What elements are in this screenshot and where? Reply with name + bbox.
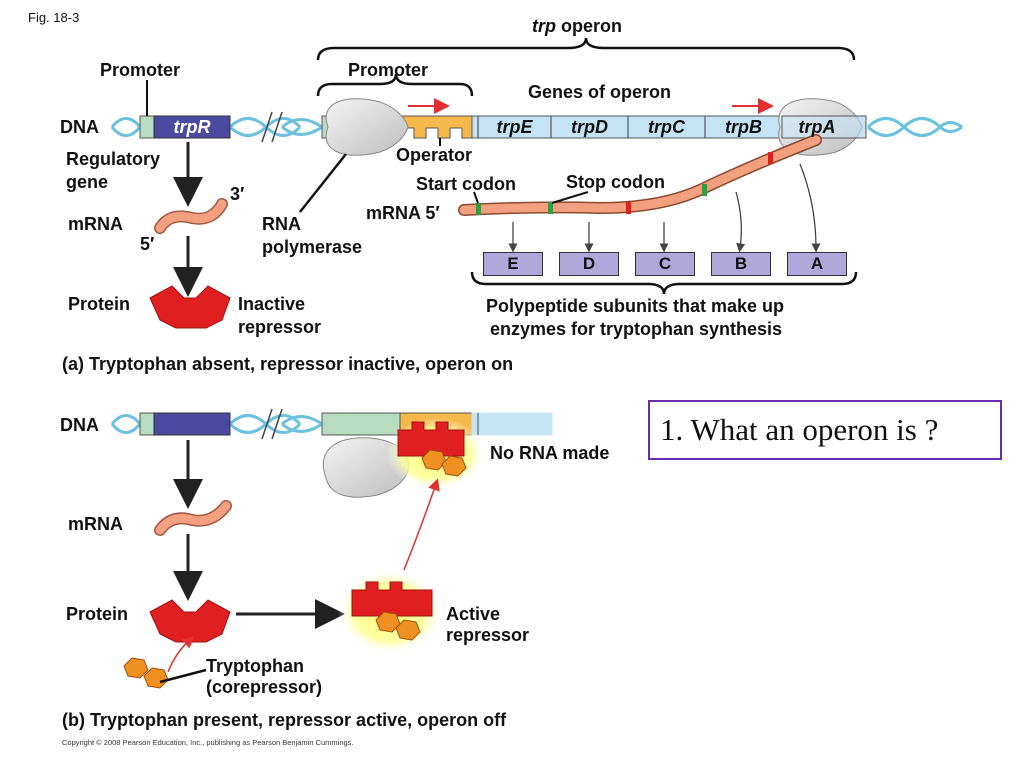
caption-a: (a) Tryptophan absent, repressor inactiv… [62,354,514,374]
regulatory-gene-label-2: gene [66,172,109,192]
figure-label: Fig. 18-3 [28,10,80,25]
operon-brace [316,37,856,61]
start-codon-label: Start codon [416,174,517,194]
tryptophan-binding-arrow [167,636,195,673]
trpB-label: trpB [725,117,762,137]
promoter-brace [316,73,474,97]
regulatory-gene-label-1: Regulatory [66,149,161,169]
promoter-trpR [139,115,155,139]
subunit-C: C [635,252,695,276]
subunit-brace [470,271,858,295]
active-repressor-bound [397,421,465,457]
three-prime-label: 3′ [230,184,245,204]
subunit-D: D [559,252,619,276]
operator-region [399,115,473,139]
mrna-label-a: mRNA [68,214,124,234]
protein-label-b: Protein [66,604,129,624]
polypeptide-label-2: enzymes for tryptophan synthesis [490,319,783,339]
inactive-repressor [149,285,231,329]
stop-codon-label: Stop codon [566,172,665,192]
repressor-binding-arrow [403,478,440,571]
trpR-gene-b [153,412,231,436]
active-repressor-label-1: Active [446,604,501,624]
dna-helix-b [110,414,323,434]
tryptophan-label-2: (corepressor) [206,677,323,697]
dna-break-a [261,111,283,143]
operon-title: trp operon [532,16,622,36]
rna-polymerase-pointer [299,153,347,213]
question-box: 1. What an operon is ? [648,400,1002,460]
mrna-5-label: mRNA 5′ [366,203,440,223]
trpR-gene [153,115,231,139]
tryptophan-label-1: Tryptophan [206,656,304,676]
trpD-label: trpD [571,117,608,137]
subunit-B: B [711,252,771,276]
active-repressor-label-2: repressor [446,625,530,645]
dna-label-b: DNA [60,415,99,435]
dna-label-a: DNA [60,117,99,137]
genes-of-operon-label: Genes of operon [528,82,672,102]
trpC-label: trpC [648,117,685,137]
caption-b: (b) Tryptophan present, repressor active… [62,710,507,730]
active-repressor [351,581,433,617]
tryptophan-molecule [123,657,149,679]
trpR-label: trpR [173,117,211,137]
no-rna-made-label: No RNA made [490,443,610,463]
promoter-left-label: Promoter [100,60,181,80]
rna-polymerase-left [325,98,409,156]
trpE-label: trpE [496,117,533,137]
subunit-A: A [787,252,847,276]
mrna-label-b: mRNA [68,514,124,534]
protein-label-a: Protein [68,294,131,314]
inactive-repressor-label-2: repressor [238,317,322,337]
polypeptide-label-1: Polypeptide subunits that make up [486,296,785,316]
inactive-repressor-b [149,599,231,643]
genes-region-b [471,412,553,436]
operator-label: Operator [396,145,473,165]
rna-polymerase-label-1: RNA [262,214,301,234]
promoter-region-b [321,412,401,436]
inactive-repressor-label-1: Inactive [238,294,306,314]
copyright: Copyright © 2008 Pearson Education, Inc.… [62,738,354,747]
subunit-E: E [483,252,543,276]
rna-polymerase-label-2: polymerase [262,237,363,257]
five-prime-label: 5′ [140,234,155,254]
trpA-label: trpA [798,117,836,137]
promoter-right-label: Promoter [348,60,429,80]
dna-helix-a [110,117,963,137]
